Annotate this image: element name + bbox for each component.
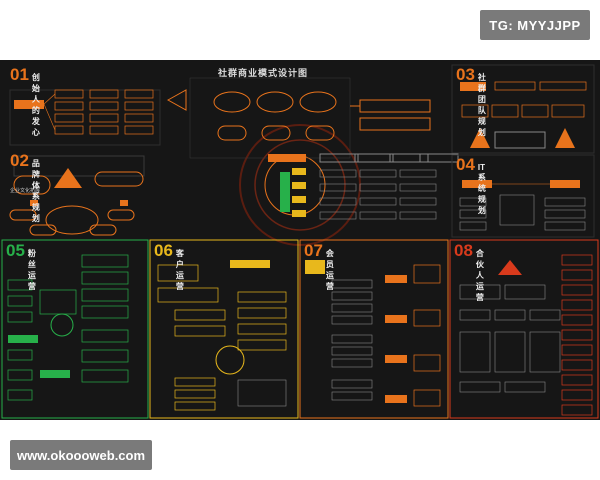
- culture-label: 企业文化拓展: [10, 188, 41, 194]
- section-title: 社群团队规划: [477, 73, 486, 137]
- section-title: 合伙人运营: [475, 249, 484, 302]
- section-number: 06: [154, 241, 173, 260]
- panel-04-shapes: [451, 154, 595, 238]
- section-title: IT系统规划: [477, 163, 486, 215]
- section-title: 品牌体系规划: [31, 159, 40, 223]
- section-number: 05: [6, 241, 25, 260]
- watermark-site: www.okoooweb.com: [10, 440, 152, 470]
- section-number: 08: [454, 241, 473, 260]
- watermark-tag: TG: MYYJJPP: [480, 10, 590, 40]
- panel-06-shapes: [149, 239, 299, 419]
- panel-02-shapes: [9, 168, 144, 236]
- panel-01-shapes: [9, 89, 161, 206]
- panel-03-shapes: [451, 64, 595, 154]
- panel-08-shapes: [449, 239, 599, 419]
- diagram-graphics: [1, 64, 599, 419]
- section-title: 创始人的发心: [31, 73, 40, 137]
- section-title: 客户运营: [175, 249, 184, 291]
- section-title: 会员运营: [325, 249, 334, 291]
- section-number: 03: [456, 65, 475, 84]
- panel-07-shapes: [299, 239, 449, 419]
- section-title: 粉丝运营: [27, 249, 36, 291]
- section-number: 01: [10, 65, 29, 84]
- section-number: 07: [304, 241, 323, 260]
- section-number: 04: [456, 155, 475, 174]
- diagram-title: 社群商业模式设计图: [218, 68, 309, 78]
- panel-05-shapes: [1, 239, 149, 419]
- section-number: 02: [10, 151, 29, 170]
